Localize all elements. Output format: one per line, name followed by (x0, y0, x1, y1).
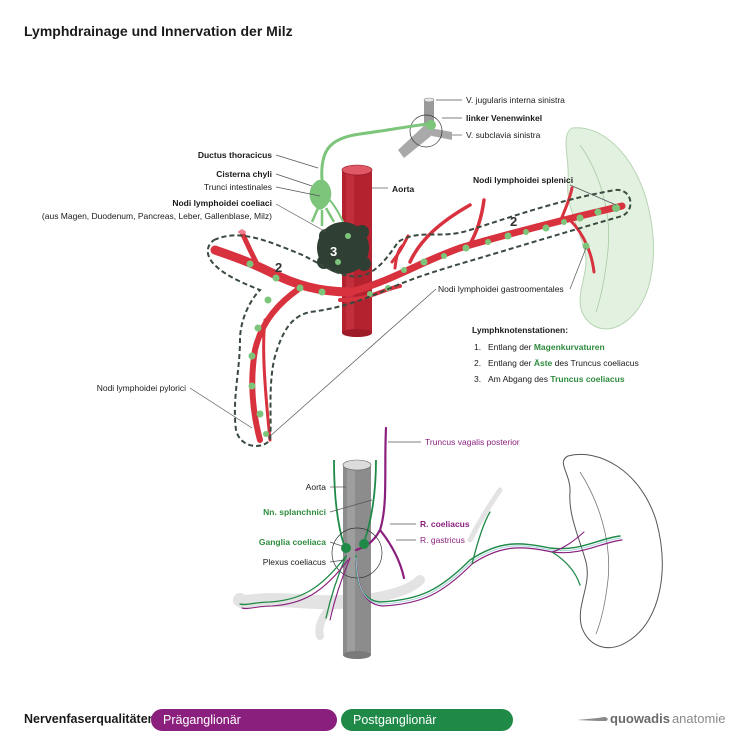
celiac-trunk-arteries (210, 186, 626, 443)
venous-angle (398, 97, 452, 158)
label-venenwinkel: linker Venenwinkel (466, 113, 542, 123)
station-number-2-right: 2 (510, 214, 517, 229)
label-v-jugularis: V. jugularis interna sinistra (466, 95, 565, 105)
label-aorta-bottom: Aorta (306, 482, 327, 492)
footer-heading: Nervenfaserqualitäten: (24, 712, 160, 726)
svg-text:Entlang der Magenkurvaturen: Entlang der Magenkurvaturen (488, 342, 605, 352)
svg-text:3.: 3. (474, 374, 481, 384)
page-title: Lymphdrainage und Innervation der Milz (24, 23, 293, 39)
svg-text:Entlang der Äste des Truncus c: Entlang der Äste des Truncus coeliacus (488, 358, 639, 368)
label-nn-splanchnici: Nn. splanchnici (263, 507, 326, 517)
station-number-3: 3 (330, 244, 337, 259)
label-aorta-top: Aorta (392, 184, 414, 194)
label-cisterna: Cisterna chyli (216, 169, 272, 179)
label-gastroomentales: Nodi lymphoidei gastroomentales (438, 284, 564, 294)
lymph-nodes (246, 204, 620, 437)
ductus-thoracicus (320, 122, 429, 181)
brand-subtitle: anatomie (671, 711, 726, 726)
leader-trunci (275, 186, 321, 197)
label-v-subclavia: V. subclavia sinistra (466, 130, 541, 140)
label-truncus-vagalis: Truncus vagalis posterior (425, 437, 520, 447)
ganglia-coeliaca (341, 539, 369, 553)
station-item-2: 2. Entlang der Äste des Truncus coeliacu… (474, 358, 639, 368)
label-plexus: Plexus coeliacus (263, 557, 326, 567)
svg-text:Am Abgang des Truncus coeliacu: Am Abgang des Truncus coeliacus (488, 374, 625, 384)
label-coeliaci-sub: (aus Magen, Duodenum, Pancreas, Leber, G… (42, 211, 272, 221)
leader-nn-splanchnici (329, 499, 373, 513)
label-r-coeliacus: R. coeliacus (420, 519, 470, 529)
leader-ductus (275, 154, 319, 169)
station-number-2-left: 2 (275, 260, 282, 275)
spleen-outline-hilum (579, 471, 610, 635)
plexus-highlight-circle (331, 527, 383, 579)
label-ganglia: Ganglia coeliaca (259, 537, 326, 547)
leader-cisterna (275, 173, 313, 187)
label-splenici: Nodi lymphoidei splenici (473, 175, 573, 185)
cisterna-chyli (309, 180, 347, 229)
leader-gastroomentales-left (267, 288, 437, 439)
scalpel-icon (577, 716, 608, 721)
aorta-lower (342, 459, 372, 659)
brand-name: quowadis (610, 711, 670, 726)
artery-cut-end (238, 230, 246, 234)
spleen (565, 127, 654, 330)
stations-heading: Lymphknotenstationen: (472, 325, 568, 335)
label-trunci: Trunci intestinales (204, 182, 272, 192)
leader-coeliaci (275, 203, 327, 233)
station-item-1: 1. Entlang der Magenkurvaturen (474, 342, 605, 352)
label-r-gastricus: R. gastricus (420, 535, 465, 545)
svg-text:1.: 1. (474, 342, 481, 352)
brand-logo: quowadis anatomie (576, 711, 725, 726)
leader-gastroomentales-right (569, 247, 587, 290)
leader-ganglia (329, 541, 343, 547)
leader-plexus (329, 559, 345, 563)
label-pylorici: Nodi lymphoidei pylorici (97, 383, 186, 393)
leader-pylorici (189, 387, 253, 429)
plexus-fibers (239, 511, 623, 621)
spleen-outline (562, 453, 663, 649)
legend-sympathetic: Postganglionär sympathisch (341, 709, 513, 749)
leader-splenici (569, 184, 617, 206)
legend-parasympathetic: Präganglionär parasympathisch (151, 709, 337, 749)
label-ductus: Ductus thoracicus (198, 150, 272, 160)
station-item-3: 3. Am Abgang des Truncus coeliacus (474, 374, 625, 384)
svg-text:2.: 2. (474, 358, 481, 368)
nn-splanchnici (333, 459, 377, 546)
celiac-node-cluster (317, 222, 371, 274)
spleen-hilum-line (579, 144, 610, 313)
station-2-outline (206, 188, 632, 447)
label-coeliaci: Nodi lymphoidei coeliaci (172, 198, 272, 208)
